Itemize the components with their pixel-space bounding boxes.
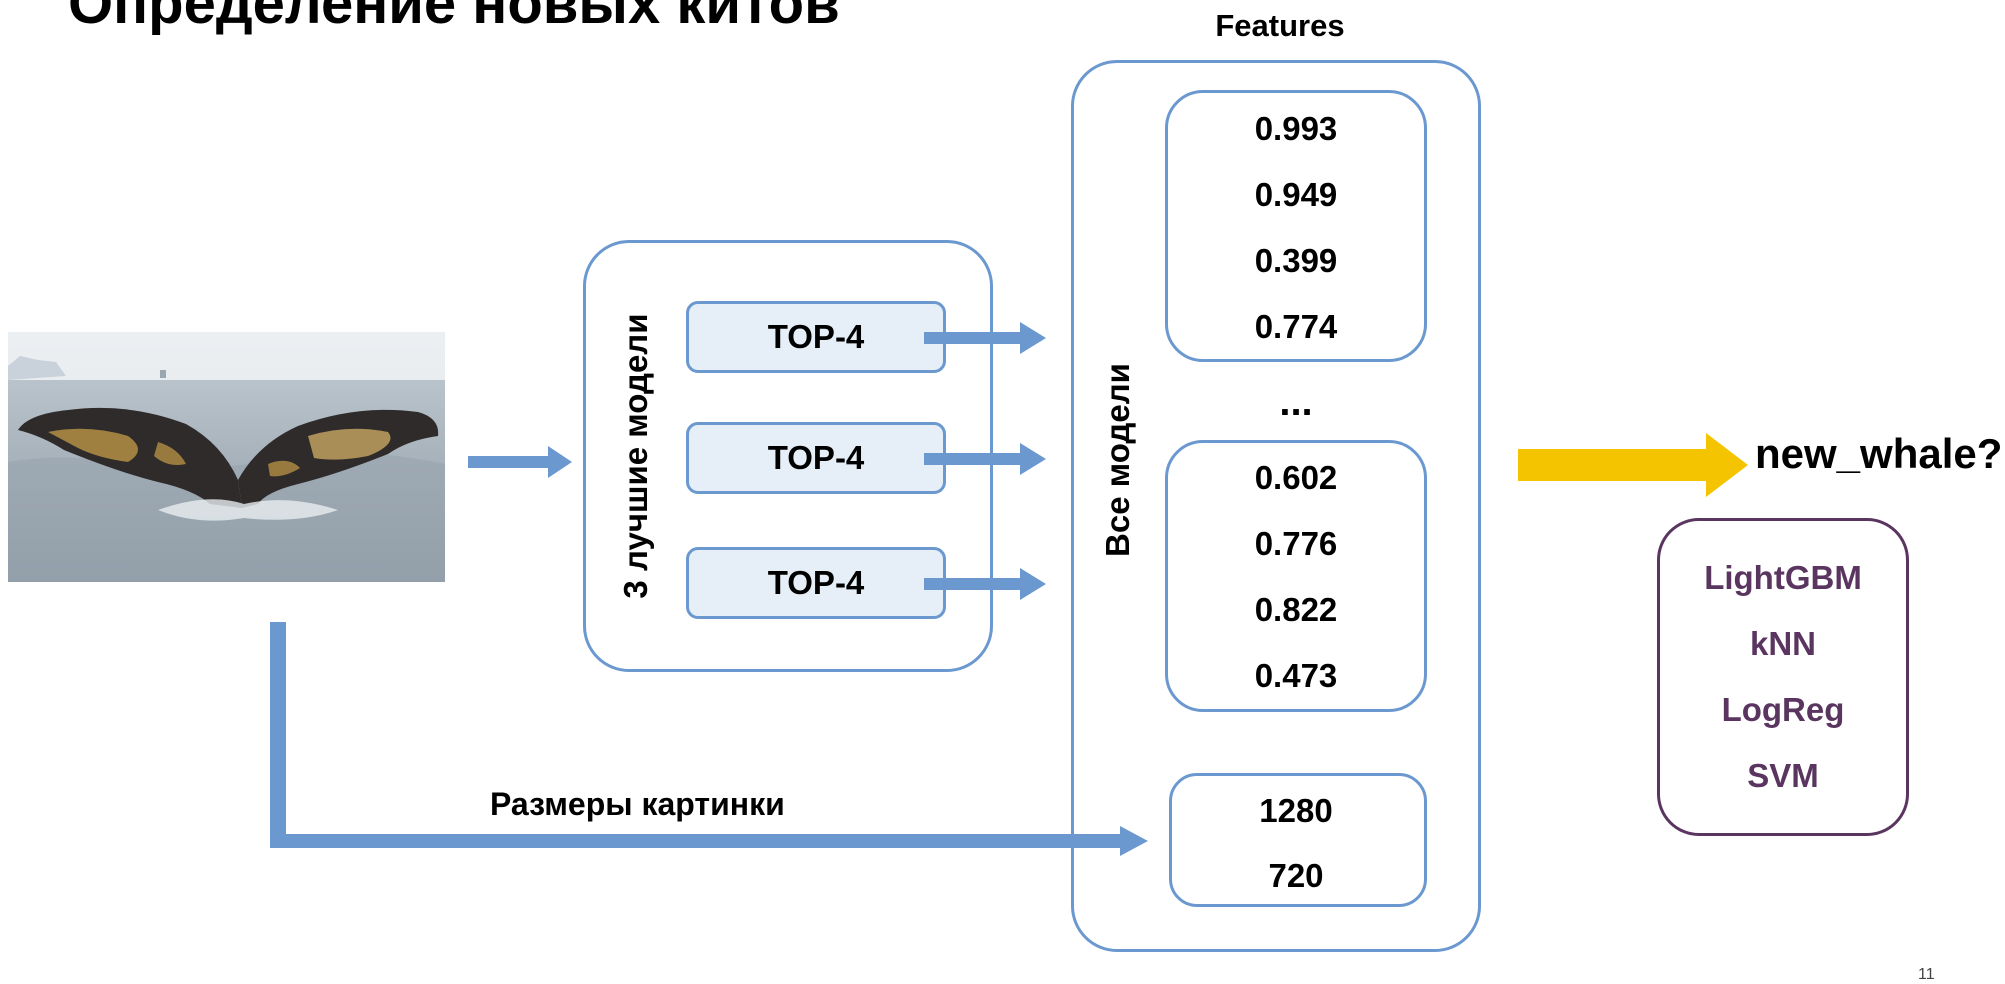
image-size-box: [1169, 773, 1427, 907]
feature-value: 0.949: [1254, 176, 1338, 213]
feature-value: 0.993: [1254, 110, 1338, 147]
page-number: 11: [1918, 966, 1935, 983]
algorithm-item: SVM: [1747, 757, 1819, 794]
whale-tail-photo: [8, 332, 445, 582]
image-height-value: 720: [1268, 857, 1324, 894]
image-size-label: Размеры картинки: [490, 786, 785, 822]
algorithm-item: LightGBM: [1704, 559, 1862, 596]
arrow-output: [1518, 433, 1748, 497]
feature-value: 0.399: [1254, 242, 1338, 279]
arrow-image-size: [270, 622, 1148, 856]
arrow-model-2: [924, 443, 1046, 475]
features-box-bottom: [1165, 440, 1427, 712]
arrow-model-1: [924, 322, 1046, 354]
model-box-3: TOP-4: [686, 547, 946, 619]
ellipsis: ...: [1279, 380, 1313, 424]
all-models-label: Все модели: [1099, 363, 1136, 557]
features-label: Features: [1215, 8, 1345, 43]
arrow-image-to-models: [468, 446, 572, 478]
feature-value: 0.473: [1254, 657, 1338, 694]
algorithm-item: LogReg: [1721, 691, 1845, 728]
best-models-label: 3 лучшие модели: [617, 313, 654, 599]
feature-value: 0.822: [1254, 591, 1338, 628]
features-box-top: [1165, 90, 1427, 362]
feature-value: 0.776: [1254, 525, 1338, 562]
feature-value: 0.774: [1254, 308, 1338, 345]
model-box-2: TOP-4: [686, 422, 946, 494]
arrow-model-3: [924, 568, 1046, 600]
algorithms-box: LightGBM kNN LogReg SVM: [1657, 518, 1909, 836]
output-label: new_whale?: [1755, 430, 2003, 477]
algorithm-item: kNN: [1749, 625, 1817, 662]
model-box-1: TOP-4: [686, 301, 946, 373]
image-width-value: 1280: [1259, 792, 1333, 829]
feature-value: 0.602: [1254, 459, 1338, 496]
page-title: Определение новых китов: [68, 0, 840, 36]
